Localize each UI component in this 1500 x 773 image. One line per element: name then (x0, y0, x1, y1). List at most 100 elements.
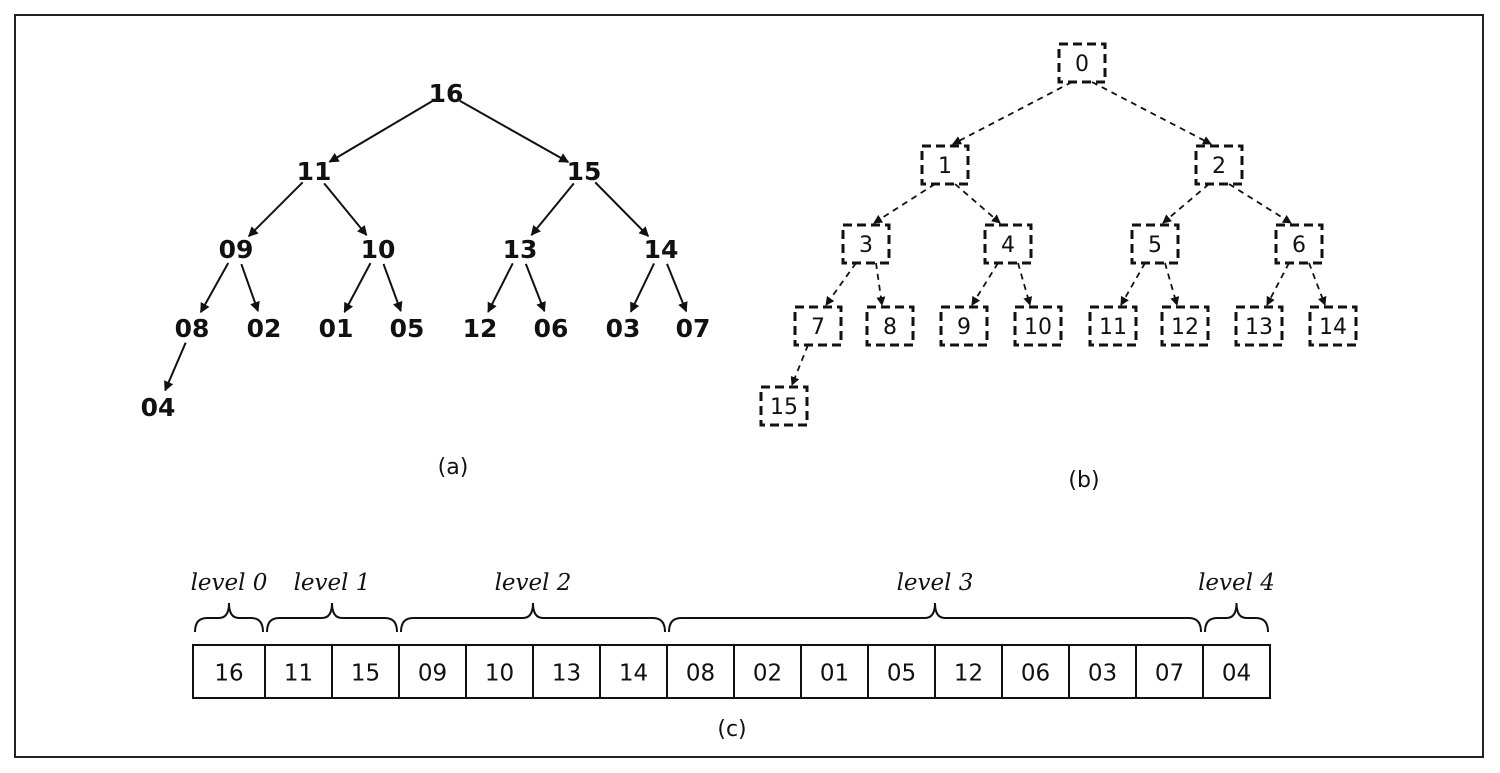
array-cell: 05 (867, 644, 936, 699)
heap-edge (248, 181, 304, 237)
index-edge (1017, 262, 1033, 306)
array-cell: 15 (331, 644, 400, 699)
level-group: level 0 (191, 570, 267, 633)
heap-edge (343, 262, 372, 313)
index-node-label: 12 (1171, 315, 1199, 340)
index-node-box (1308, 305, 1358, 347)
index-node-label: 15 (770, 395, 798, 420)
index-node: 3 (841, 223, 891, 265)
heap-edge (323, 182, 368, 236)
level-group: level 1 (266, 570, 398, 633)
index-node-label: 5 (1148, 233, 1162, 258)
level-label: level 4 (1198, 570, 1275, 596)
level-group: level 2 (400, 570, 666, 633)
heap-edge (666, 263, 688, 313)
heap-edge (629, 262, 655, 313)
level-brace (1204, 602, 1269, 633)
level-brace (266, 602, 398, 633)
array-cell-box (331, 644, 400, 699)
index-node-label: 11 (1099, 315, 1127, 340)
array-cell-value: 06 (1021, 661, 1050, 687)
array-cell: 04 (1202, 644, 1271, 699)
heap-node: 06 (534, 314, 569, 343)
heap-node: 16 (429, 79, 464, 108)
index-node: 15 (759, 385, 809, 427)
array-cell-value: 07 (1155, 661, 1184, 687)
index-edge (790, 344, 809, 386)
index-node-box (1013, 305, 1063, 347)
array-cell-value: 16 (214, 661, 243, 687)
array-cell: 13 (532, 644, 601, 699)
heap-edge (487, 262, 514, 313)
array-cell-box (733, 644, 802, 699)
array-cell: 06 (1001, 644, 1070, 699)
caption-a: (a) (438, 455, 469, 480)
index-node-label: 2 (1212, 154, 1226, 179)
heap-edge (524, 263, 546, 313)
index-node: 11 (1088, 305, 1138, 347)
index-node-box (841, 223, 891, 265)
index-node-box (1160, 305, 1210, 347)
array-cell-value: 09 (418, 661, 447, 687)
array-cell-box (1068, 644, 1137, 699)
index-node-box (1274, 223, 1324, 265)
array-cell: 08 (666, 644, 735, 699)
array-cell-value: 01 (820, 661, 849, 687)
heap-node: 12 (463, 314, 498, 343)
index-node-label: 14 (1319, 315, 1347, 340)
heap-node: 13 (503, 235, 538, 264)
level-group: level 3 (668, 570, 1202, 633)
array-cell-box (1202, 644, 1271, 699)
array-cell-value: 03 (1088, 661, 1117, 687)
array-cell: 12 (934, 644, 1003, 699)
caption-c: (c) (717, 717, 746, 742)
array-cell: 16 (192, 644, 266, 699)
index-edge (873, 183, 936, 224)
index-node: 9 (939, 305, 989, 347)
index-node: 13 (1234, 305, 1284, 347)
array-cell-value: 15 (351, 661, 380, 687)
array-cell: 07 (1135, 644, 1204, 699)
index-node-label: 1 (938, 154, 952, 179)
index-node-label: 9 (957, 315, 971, 340)
heap-tree-edges (164, 100, 688, 392)
heap-edge (459, 100, 570, 164)
index-edge (825, 262, 857, 306)
array-cell-box (192, 644, 266, 699)
array-cell: 02 (733, 644, 802, 699)
heap-node: 04 (141, 393, 176, 422)
heap-node: 11 (297, 157, 332, 186)
index-node-box (1234, 305, 1284, 347)
index-node-label: 3 (859, 233, 873, 258)
array-cell-value: 13 (552, 661, 581, 687)
index-node: 5 (1130, 223, 1180, 265)
index-node: 12 (1160, 305, 1210, 347)
index-node: 7 (793, 305, 843, 347)
array-cell-box (1135, 644, 1204, 699)
index-edge (1120, 262, 1146, 306)
heap-edge (164, 342, 187, 392)
index-edge (1308, 262, 1327, 306)
level-label: level 1 (294, 570, 371, 596)
level-group: level 4 (1198, 570, 1275, 633)
index-node: 2 (1194, 144, 1244, 186)
index-node-box (939, 305, 989, 347)
index-node-box (865, 305, 915, 347)
index-node-box (1057, 42, 1107, 84)
level-brace (194, 602, 264, 633)
index-node-label: 0 (1075, 52, 1089, 77)
index-edge (952, 81, 1073, 145)
index-node: 1 (920, 144, 970, 186)
heap-node: 14 (644, 235, 679, 264)
index-node: 0 (1057, 42, 1107, 84)
index-edge (971, 262, 999, 306)
array-cell-value: 10 (485, 661, 514, 687)
level-brace (668, 602, 1202, 633)
heap-node: 01 (319, 314, 354, 343)
array-cell-box (465, 644, 534, 699)
index-edge (1091, 81, 1212, 145)
